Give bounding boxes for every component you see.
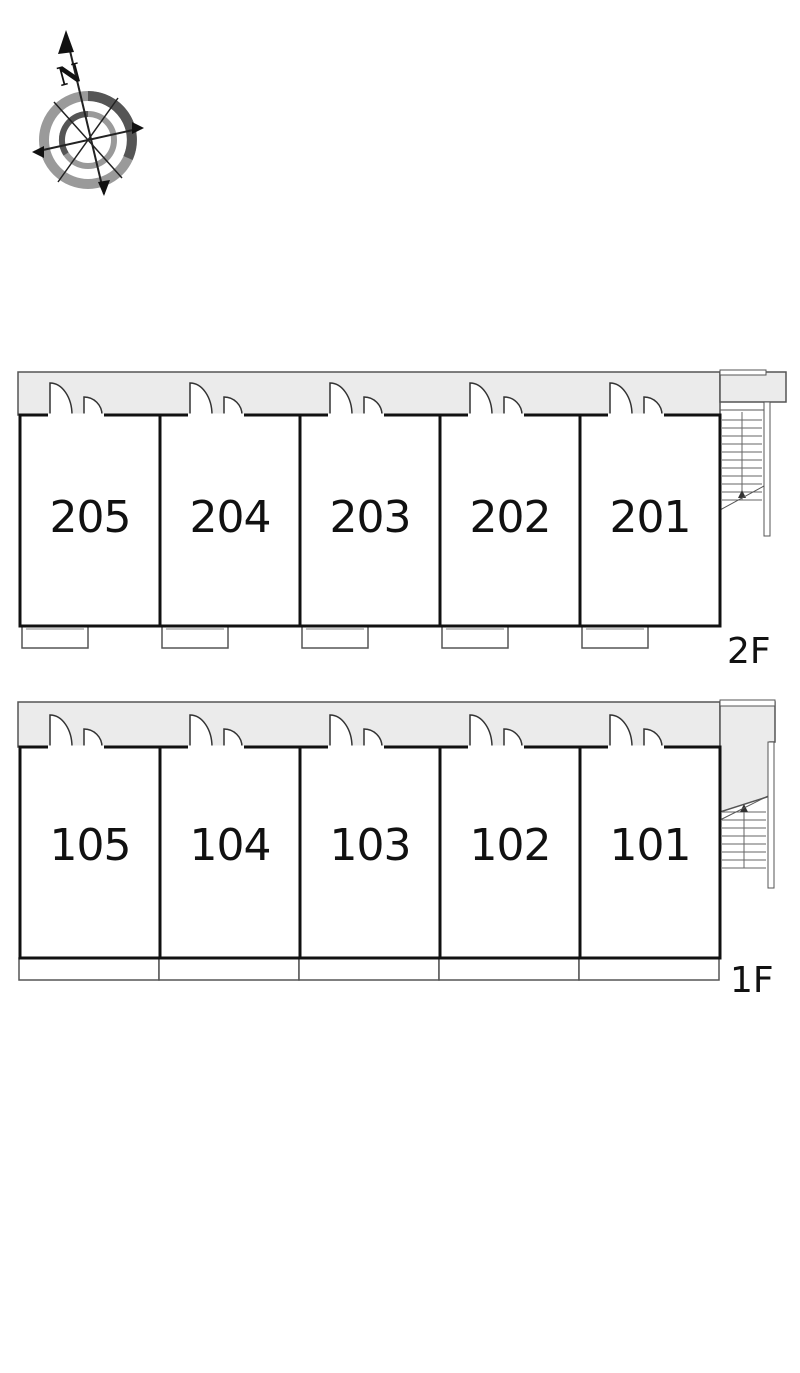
unit-202: 202 — [438, 382, 582, 628]
floor-label-2f: 2F — [727, 631, 771, 672]
unit-201: 201 — [578, 382, 722, 628]
unit-number-label: 205 — [50, 492, 131, 543]
balcony — [18, 957, 160, 981]
unit-number-label: 201 — [610, 492, 691, 543]
staircase-2f — [719, 401, 771, 537]
unit-104: 104 — [158, 714, 302, 960]
compass-rose-icon: N — [32, 30, 144, 196]
door-icon — [48, 714, 104, 749]
unit-203: 203 — [298, 382, 442, 628]
unit-101: 101 — [578, 714, 722, 960]
floor-2f-plan: 205 204 203 202 201 2F — [17, 369, 787, 672]
unit-number-label: 202 — [470, 492, 551, 543]
door-icon — [328, 382, 384, 417]
unit-number-label: 204 — [190, 492, 271, 543]
staircase-1f — [719, 741, 775, 889]
unit-103: 103 — [298, 714, 442, 960]
floor-1f-plan: 105 104 103 102 101 1F — [17, 699, 776, 1001]
balcony — [158, 957, 300, 981]
north-label: N — [54, 58, 85, 93]
floor-label-1f: 1F — [730, 960, 774, 1001]
unit-number-label: 102 — [470, 820, 551, 871]
unit-204: 204 — [158, 382, 302, 628]
door-icon — [328, 714, 384, 749]
door-icon — [188, 382, 244, 417]
unit-number-label: 104 — [190, 820, 271, 871]
door-icon — [188, 714, 244, 749]
door-icon — [468, 382, 524, 417]
door-icon — [48, 382, 104, 417]
unit-number-label: 203 — [330, 492, 411, 543]
balcony — [438, 957, 580, 981]
balcony — [578, 957, 720, 981]
balcony — [298, 957, 440, 981]
unit-105: 105 — [18, 714, 162, 960]
unit-number-label: 105 — [50, 820, 131, 871]
unit-number-label: 103 — [330, 820, 411, 871]
unit-number-label: 101 — [610, 820, 691, 871]
door-icon — [468, 714, 524, 749]
unit-102: 102 — [438, 714, 582, 960]
door-icon — [608, 382, 664, 417]
unit-205: 205 — [18, 382, 162, 628]
door-icon — [608, 714, 664, 749]
